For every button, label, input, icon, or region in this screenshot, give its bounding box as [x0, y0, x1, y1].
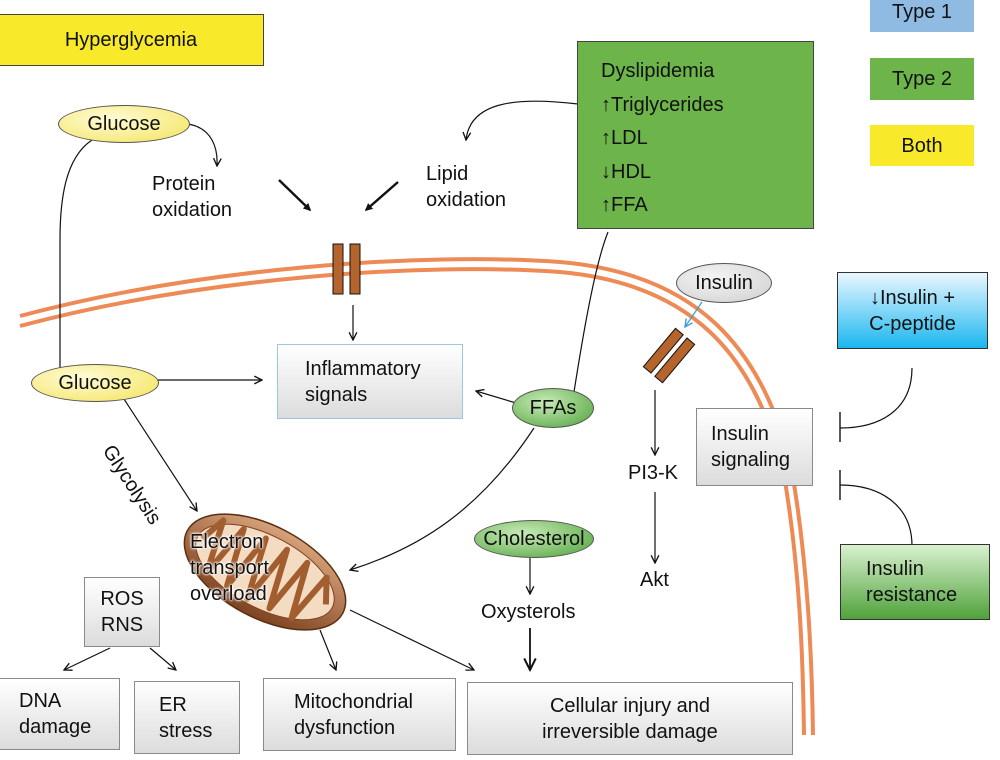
inflammatory-signals-box: Inflammatory signals: [277, 344, 463, 419]
insulin-resistance-box: Insulin resistance: [840, 544, 990, 620]
glucose-node-top: Glucose: [58, 105, 190, 143]
dyslipidemia-item: ↓HDL: [601, 160, 652, 183]
dyslipidemia-box: Dyslipidemia ↑Triglycerides ↑LDL ↓HDL ↑F…: [577, 41, 814, 229]
dyslipidemia-item: ↑LDL: [601, 127, 648, 149]
cellular-injury-box: Cellular injury and irreversible damage: [467, 682, 793, 755]
pi3k-label: PI3-K: [628, 462, 679, 484]
legend-type1: Type 1: [870, 0, 974, 32]
akt-label: Akt: [640, 569, 669, 591]
electron-transport-label: Electron transport overload: [190, 531, 269, 605]
ion-channel: [332, 243, 361, 295]
ffas-node: FFAs: [512, 388, 594, 428]
dyslipidemia-title: Dyslipidemia: [601, 60, 715, 82]
insulin-cpeptide-box: ↓Insulin + C-peptide: [837, 272, 988, 349]
er-stress-box: ER stress: [134, 681, 240, 754]
cell-membrane: [19, 257, 815, 736]
mitochondrial-dysfunction-box: Mitochondrial dysfunction: [263, 678, 456, 751]
dna-damage-box: DNA damage: [0, 678, 120, 750]
insulin-receptor: [642, 327, 696, 384]
insulin-node: Insulin: [676, 263, 772, 303]
legend-both: Both: [870, 125, 974, 166]
legend-type2: Type 2: [870, 58, 974, 100]
dyslipidemia-item: ↑Triglycerides: [601, 93, 724, 116]
dyslipidemia-item: ↑FFA: [601, 194, 648, 216]
glucose-node-mid: Glucose: [31, 364, 159, 402]
oxysterols-label: Oxysterols: [481, 601, 576, 623]
ros-rns-box: ROS RNS: [84, 577, 160, 647]
lipid-oxidation-label: Lipid oxidation: [426, 163, 507, 211]
mitochondrion: [183, 513, 347, 631]
protein-oxidation-label: Protein oxidation: [152, 173, 233, 221]
hyperglycemia-box: Hyperglycemia: [0, 14, 264, 66]
insulin-signaling-box: Insulin signaling: [696, 408, 813, 486]
cholesterol-node: Cholesterol: [474, 520, 594, 558]
